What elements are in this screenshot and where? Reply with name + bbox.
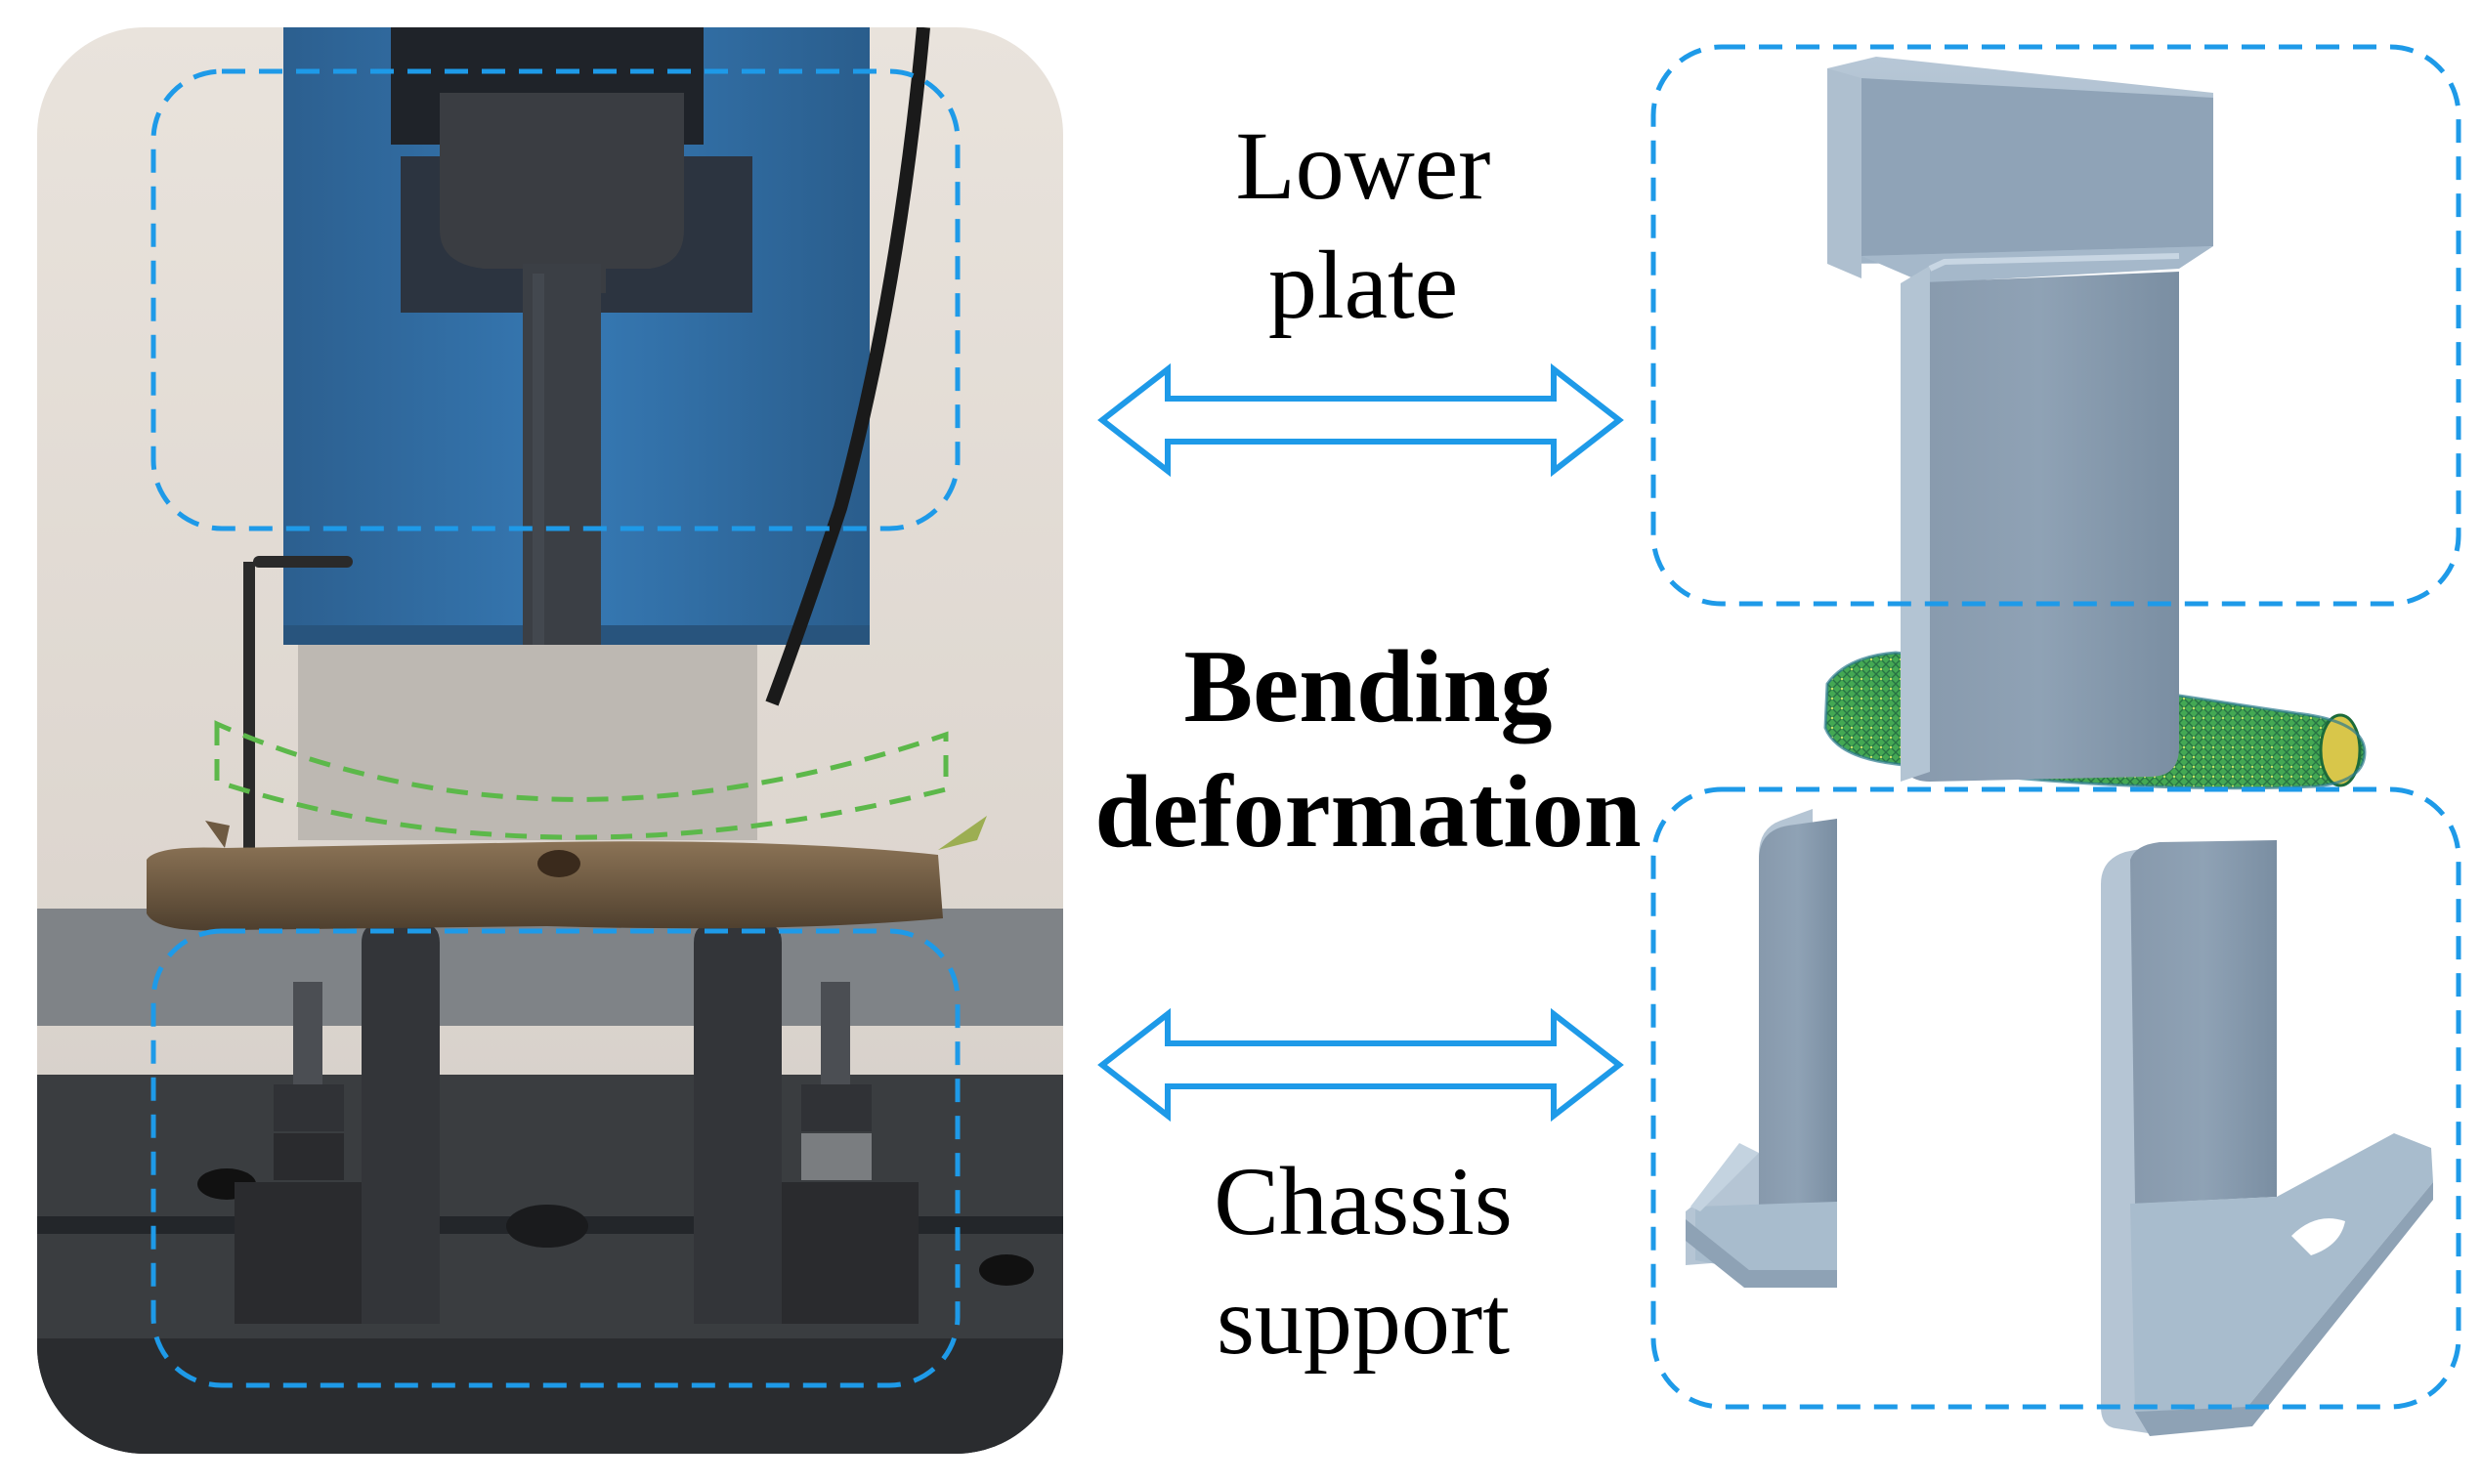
photo-lower-plate-box <box>150 68 961 531</box>
photo-left-support <box>235 923 440 1324</box>
lower-plate-label-line2: plate <box>1267 231 1459 339</box>
model-lower-plate-box <box>1650 44 2461 607</box>
simulation-model <box>1686 57 2433 1436</box>
chassis-support-label-line1: Chassis <box>1214 1147 1513 1255</box>
model-chassis-support-box <box>1650 786 2461 1410</box>
double-headed-arrow-icon <box>1097 1007 1624 1123</box>
photo-right-support <box>694 923 919 1324</box>
double-headed-arrow-icon <box>1097 362 1624 478</box>
model-right-support <box>2101 840 2433 1436</box>
machine-cable <box>765 27 930 706</box>
lower-plate-label-line1: Lower <box>1235 111 1491 220</box>
chassis-support-label-line2: support <box>1217 1266 1510 1375</box>
bending-label-line1: Bending <box>1183 629 1553 743</box>
model-left-support-fin <box>1690 1143 1759 1211</box>
model-lower-plate <box>1827 57 2213 782</box>
model-left-support <box>1686 809 1837 1288</box>
branch-specimen <box>147 841 943 931</box>
experiment-photo <box>37 27 1063 1454</box>
photo-chassis-support-box <box>150 928 961 1388</box>
deformation-envelope <box>214 720 949 840</box>
bending-label-line2: deformation <box>1094 754 1642 869</box>
lower-plate-head <box>440 93 684 293</box>
